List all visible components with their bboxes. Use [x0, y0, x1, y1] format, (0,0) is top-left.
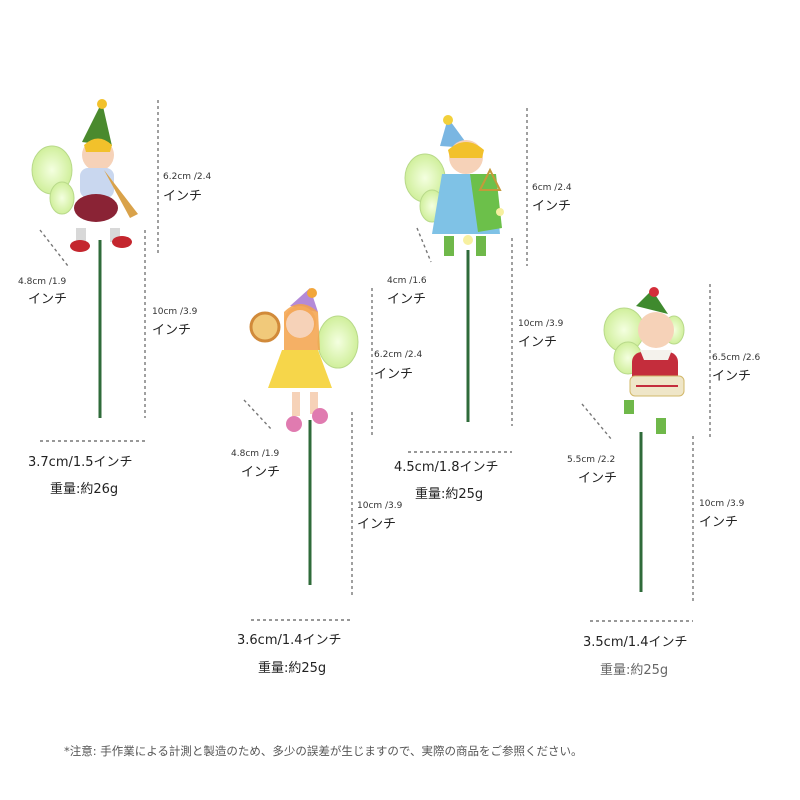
figure-1-stick-label: 10cm /3.9	[152, 307, 198, 317]
figure-3-arm-unit: インチ	[387, 292, 427, 307]
figure-4-stick-unit: インチ	[699, 515, 739, 530]
figure-2-fairy-image	[249, 288, 359, 585]
figure-1-weight-label: 重量:約26g	[50, 482, 119, 497]
figure-3-height-label: 6cm /2.4	[532, 183, 572, 193]
figure-1-height-unit: インチ	[163, 189, 203, 204]
figure-1-arm-label: 4.8cm /1.9	[18, 277, 67, 287]
figure-2-height-label: 6.2cm /2.4	[374, 350, 423, 360]
figure-1-fairy-image	[31, 99, 138, 418]
figure-4-weight-label: 重量:約25g	[600, 663, 669, 678]
figure-2-stick-label: 10cm /3.9	[357, 501, 403, 511]
figure-2-height-unit: インチ	[374, 367, 414, 382]
figure-1-height-label: 6.2cm /2.4	[163, 172, 212, 182]
figure-4-height-label: 6.5cm /2.6	[712, 353, 761, 363]
figure-1-width-label: 3.7cm/1.5インチ	[28, 455, 133, 470]
figure-2-width-label: 3.6cm/1.4インチ	[237, 633, 342, 648]
figure-3-stick-label: 10cm /3.9	[518, 319, 564, 329]
figure-4-width-label: 3.5cm/1.4インチ	[583, 635, 688, 650]
figure-2-weight-label: 重量:約25g	[258, 661, 327, 676]
footnote-disclaimer: *注意: 手作業による計測と製造のため、多少の誤差が生じますので、実際の商品をご…	[64, 744, 583, 758]
figure-2-arm-unit: インチ	[241, 465, 281, 480]
figure-4-arm-unit: インチ	[578, 471, 618, 486]
figure-4-fairy-image	[603, 287, 685, 592]
dimension-lines	[39, 100, 711, 622]
figure-3-width-label: 4.5cm/1.8インチ	[394, 460, 499, 475]
figure-3-fairy-image	[404, 115, 504, 422]
figure-4-arm-label: 5.5cm /2.2	[567, 455, 616, 465]
figure-3-height-unit: インチ	[532, 199, 572, 214]
figure-4-stick-label: 10cm /3.9	[699, 499, 745, 509]
figure-1-stick-unit: インチ	[152, 323, 192, 338]
figure-4-height-unit: インチ	[712, 369, 752, 384]
figure-3-stick-unit: インチ	[518, 335, 558, 350]
figure-3-arm-label: 4cm /1.6	[387, 276, 427, 286]
figure-1-arm-unit: インチ	[28, 292, 68, 307]
figure-2-stick-unit: インチ	[357, 517, 397, 532]
figure-3-weight-label: 重量:約25g	[415, 487, 484, 502]
figure-2-arm-label: 4.8cm /1.9	[231, 449, 280, 459]
